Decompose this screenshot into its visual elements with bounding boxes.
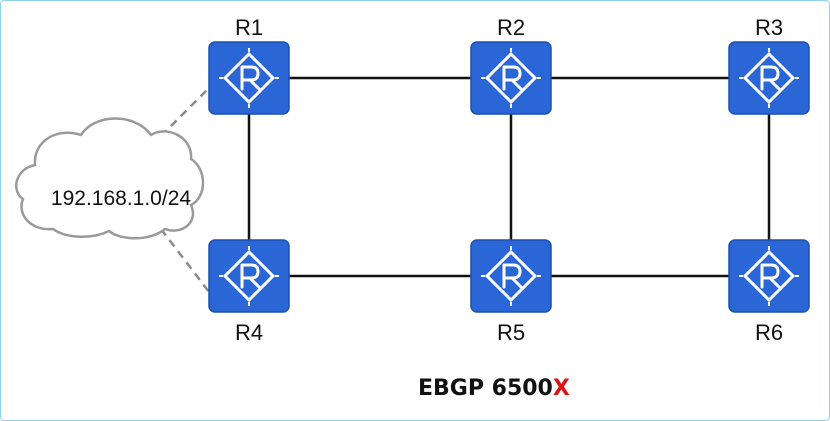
cloud-icon bbox=[15, 117, 205, 240]
router-icon bbox=[469, 238, 553, 314]
router-icon bbox=[207, 40, 291, 116]
router-label-r1: R1 bbox=[235, 15, 263, 40]
router-r1[interactable]: R1 bbox=[207, 15, 291, 116]
router-r4[interactable]: R4 bbox=[207, 238, 291, 345]
router-icon bbox=[469, 40, 553, 116]
router-icon bbox=[727, 40, 811, 116]
router-label-r6: R6 bbox=[755, 320, 783, 345]
cloud-links bbox=[160, 87, 210, 293]
diagram-title: EBGP 6500X bbox=[418, 376, 570, 401]
title-suffix: X bbox=[553, 376, 570, 401]
router-label-r3: R3 bbox=[755, 15, 783, 40]
router-label-r5: R5 bbox=[497, 320, 525, 345]
cloud-link-r4 bbox=[160, 228, 210, 293]
router-r5[interactable]: R5 bbox=[469, 238, 553, 345]
router-r3[interactable]: R3 bbox=[727, 15, 811, 116]
title-main: EBGP 6500 bbox=[418, 376, 553, 401]
cloud-subnet-label: 192.168.1.0/24 bbox=[51, 187, 191, 210]
router-label-r2: R2 bbox=[497, 15, 525, 40]
router-r2[interactable]: R2 bbox=[469, 15, 553, 116]
router-r6[interactable]: R6 bbox=[727, 238, 811, 345]
router-icon bbox=[207, 238, 291, 314]
router-icon bbox=[727, 238, 811, 314]
cloud-link-r1 bbox=[160, 87, 210, 137]
router-label-r4: R4 bbox=[235, 320, 263, 345]
